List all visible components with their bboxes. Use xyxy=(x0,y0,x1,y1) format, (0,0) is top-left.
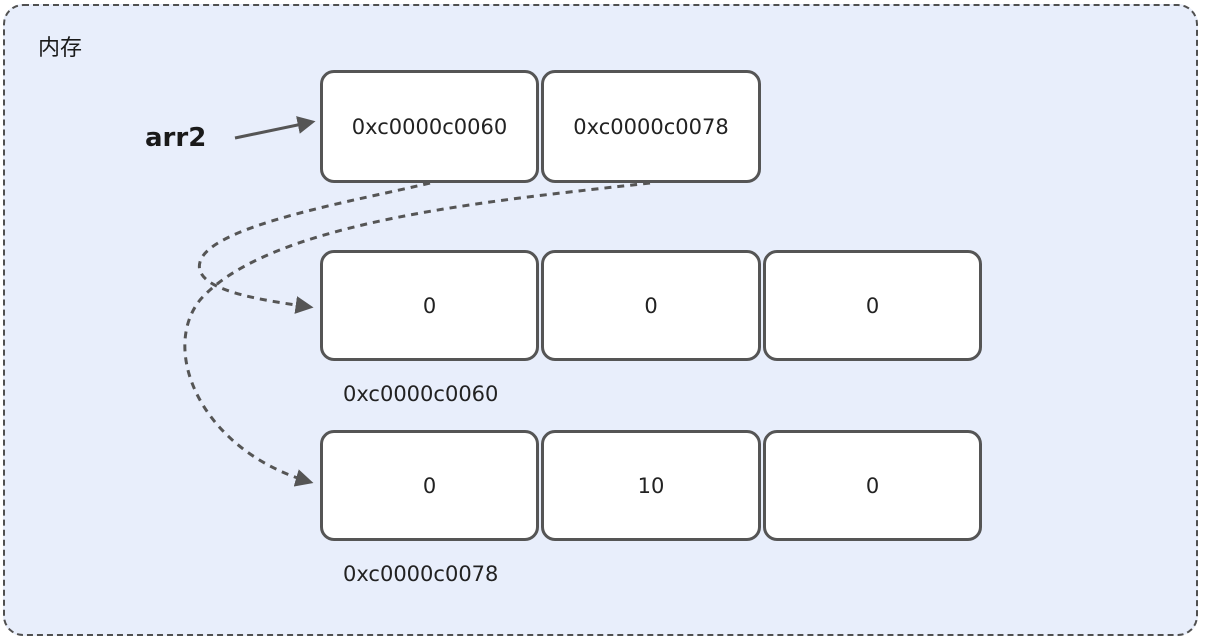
array-2-address: 0xc0000c0078 xyxy=(343,562,499,586)
pointer-cell-0: 0xc0000c0060 xyxy=(320,70,539,183)
array-2-cell-1: 10 xyxy=(541,430,761,541)
variable-label: arr2 xyxy=(145,123,207,153)
array-1-cell-2: 0 xyxy=(763,250,982,361)
array-1-address: 0xc0000c0060 xyxy=(343,382,499,406)
array-2-cell-2: 0 xyxy=(763,430,982,541)
array-1-cell-1: 0 xyxy=(541,250,761,361)
memory-title: 内存 xyxy=(38,36,83,61)
array-1-cell-0: 0 xyxy=(320,250,539,361)
pointer-cell-1: 0xc0000c0078 xyxy=(541,70,761,183)
array-2-cell-0: 0 xyxy=(320,430,539,541)
